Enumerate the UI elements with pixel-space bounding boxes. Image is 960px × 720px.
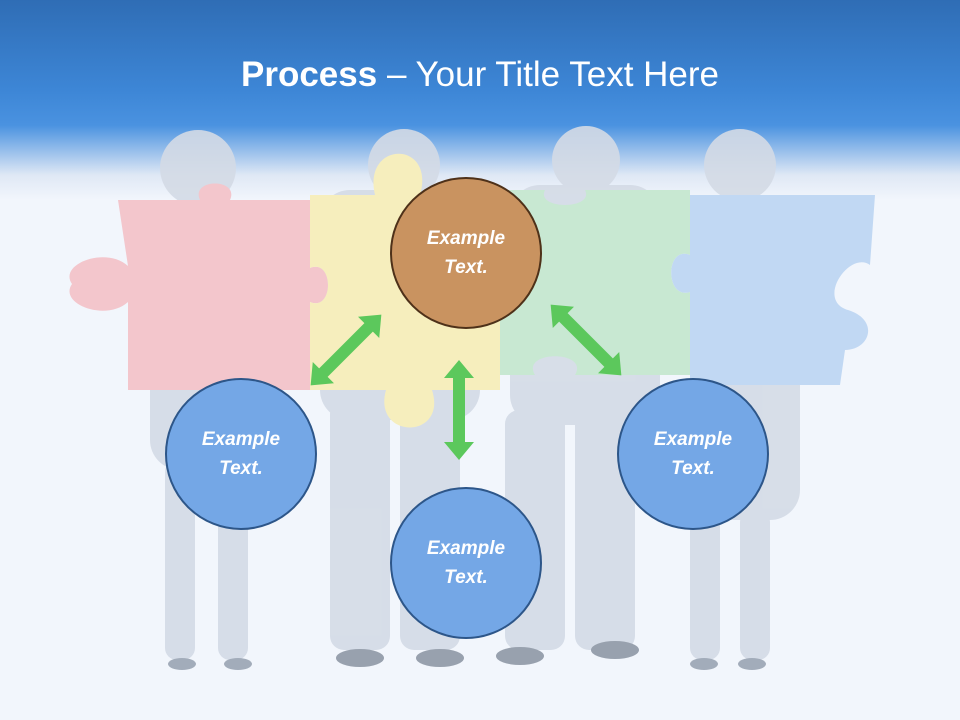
double-arrow-icon — [550, 304, 622, 376]
double-arrow-icon — [310, 314, 382, 386]
circle-bottom[interactable]: Example Text. — [390, 487, 542, 639]
puzzle-piece-red — [69, 183, 329, 390]
arrows — [310, 304, 622, 460]
circle-left-line1: Example — [201, 429, 281, 450]
title-bold: Process — [241, 55, 378, 94]
puzzle-piece-blue — [671, 195, 875, 385]
circle-top-line1: Example — [426, 228, 506, 249]
circle-bottom-line1: Example — [426, 538, 506, 559]
puzzle-piece-green — [500, 190, 690, 375]
circle-left-line2: Text. — [219, 458, 263, 479]
circle-top-line2: Text. — [444, 257, 488, 278]
circle-top[interactable]: Example Text. — [390, 177, 542, 329]
header-band — [0, 0, 960, 200]
slide-title: Process – Your Title Text Here — [0, 50, 960, 100]
circle-bottom-line2: Text. — [444, 567, 488, 588]
circle-right[interactable]: Example Text. — [617, 378, 769, 530]
title-rest: – Your Title Text Here — [377, 55, 719, 94]
circle-right-line1: Example — [653, 429, 733, 450]
circle-right-line2: Text. — [671, 458, 715, 479]
double-arrow-icon — [444, 360, 474, 460]
circle-left[interactable]: Example Text. — [165, 378, 317, 530]
